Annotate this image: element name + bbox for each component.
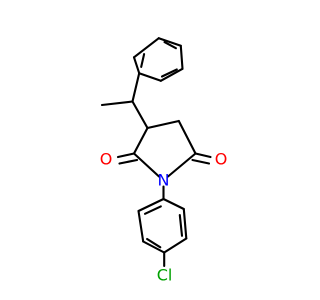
aryl-bond-1 [162, 197, 185, 211]
aryl-double-3 [143, 205, 162, 215]
carbonyl-right-bond-a [194, 152, 212, 159]
phenyl-bond-1 [132, 37, 160, 59]
ch-to-ring-bond [131, 100, 149, 130]
ring-bond-c2-c3 [132, 126, 149, 155]
aryl-bond-5 [137, 209, 145, 243]
aryl-double-1 [178, 213, 184, 237]
carbonyl-left-bond-a [116, 152, 136, 159]
phenyl-to-ch-bond [131, 72, 141, 103]
phenyl-bond-4 [159, 67, 184, 82]
aryl-double-2 [146, 237, 162, 249]
phenyl-bond-5 [138, 72, 162, 82]
aryl-bond-2 [182, 207, 188, 240]
phenyl-double-1 [163, 41, 177, 50]
ring-bond-c3-c4 [146, 119, 180, 130]
nitrogen-label: N [158, 171, 170, 190]
methyl-bond [100, 100, 134, 107]
phenyl-bond-3 [179, 44, 184, 70]
phenyl-bond-2 [157, 37, 182, 47]
molecule-structure: O O N Cl [100, 37, 228, 285]
oxygen-right-label: O [215, 150, 228, 169]
phenyl-double-3 [140, 53, 146, 68]
ring-bond-n-c2 [132, 152, 161, 178]
aryl-bond-6 [137, 197, 165, 213]
phenyl-bond-6 [132, 56, 141, 75]
ring-bond-c4-c5 [177, 119, 197, 155]
aryl-bond-3 [163, 237, 188, 254]
ring-bond-c5-n [166, 152, 197, 178]
phenyl-double-2 [160, 68, 178, 78]
molecule-canvas: O O N Cl [99, 37, 228, 285]
oxygen-left-label: O [100, 150, 113, 169]
chlorine-label: Cl [157, 266, 173, 285]
carbonyl-right-bond-b [191, 158, 211, 165]
carbonyl-left-bond-b [118, 158, 139, 165]
aryl-bond-4 [142, 240, 166, 254]
